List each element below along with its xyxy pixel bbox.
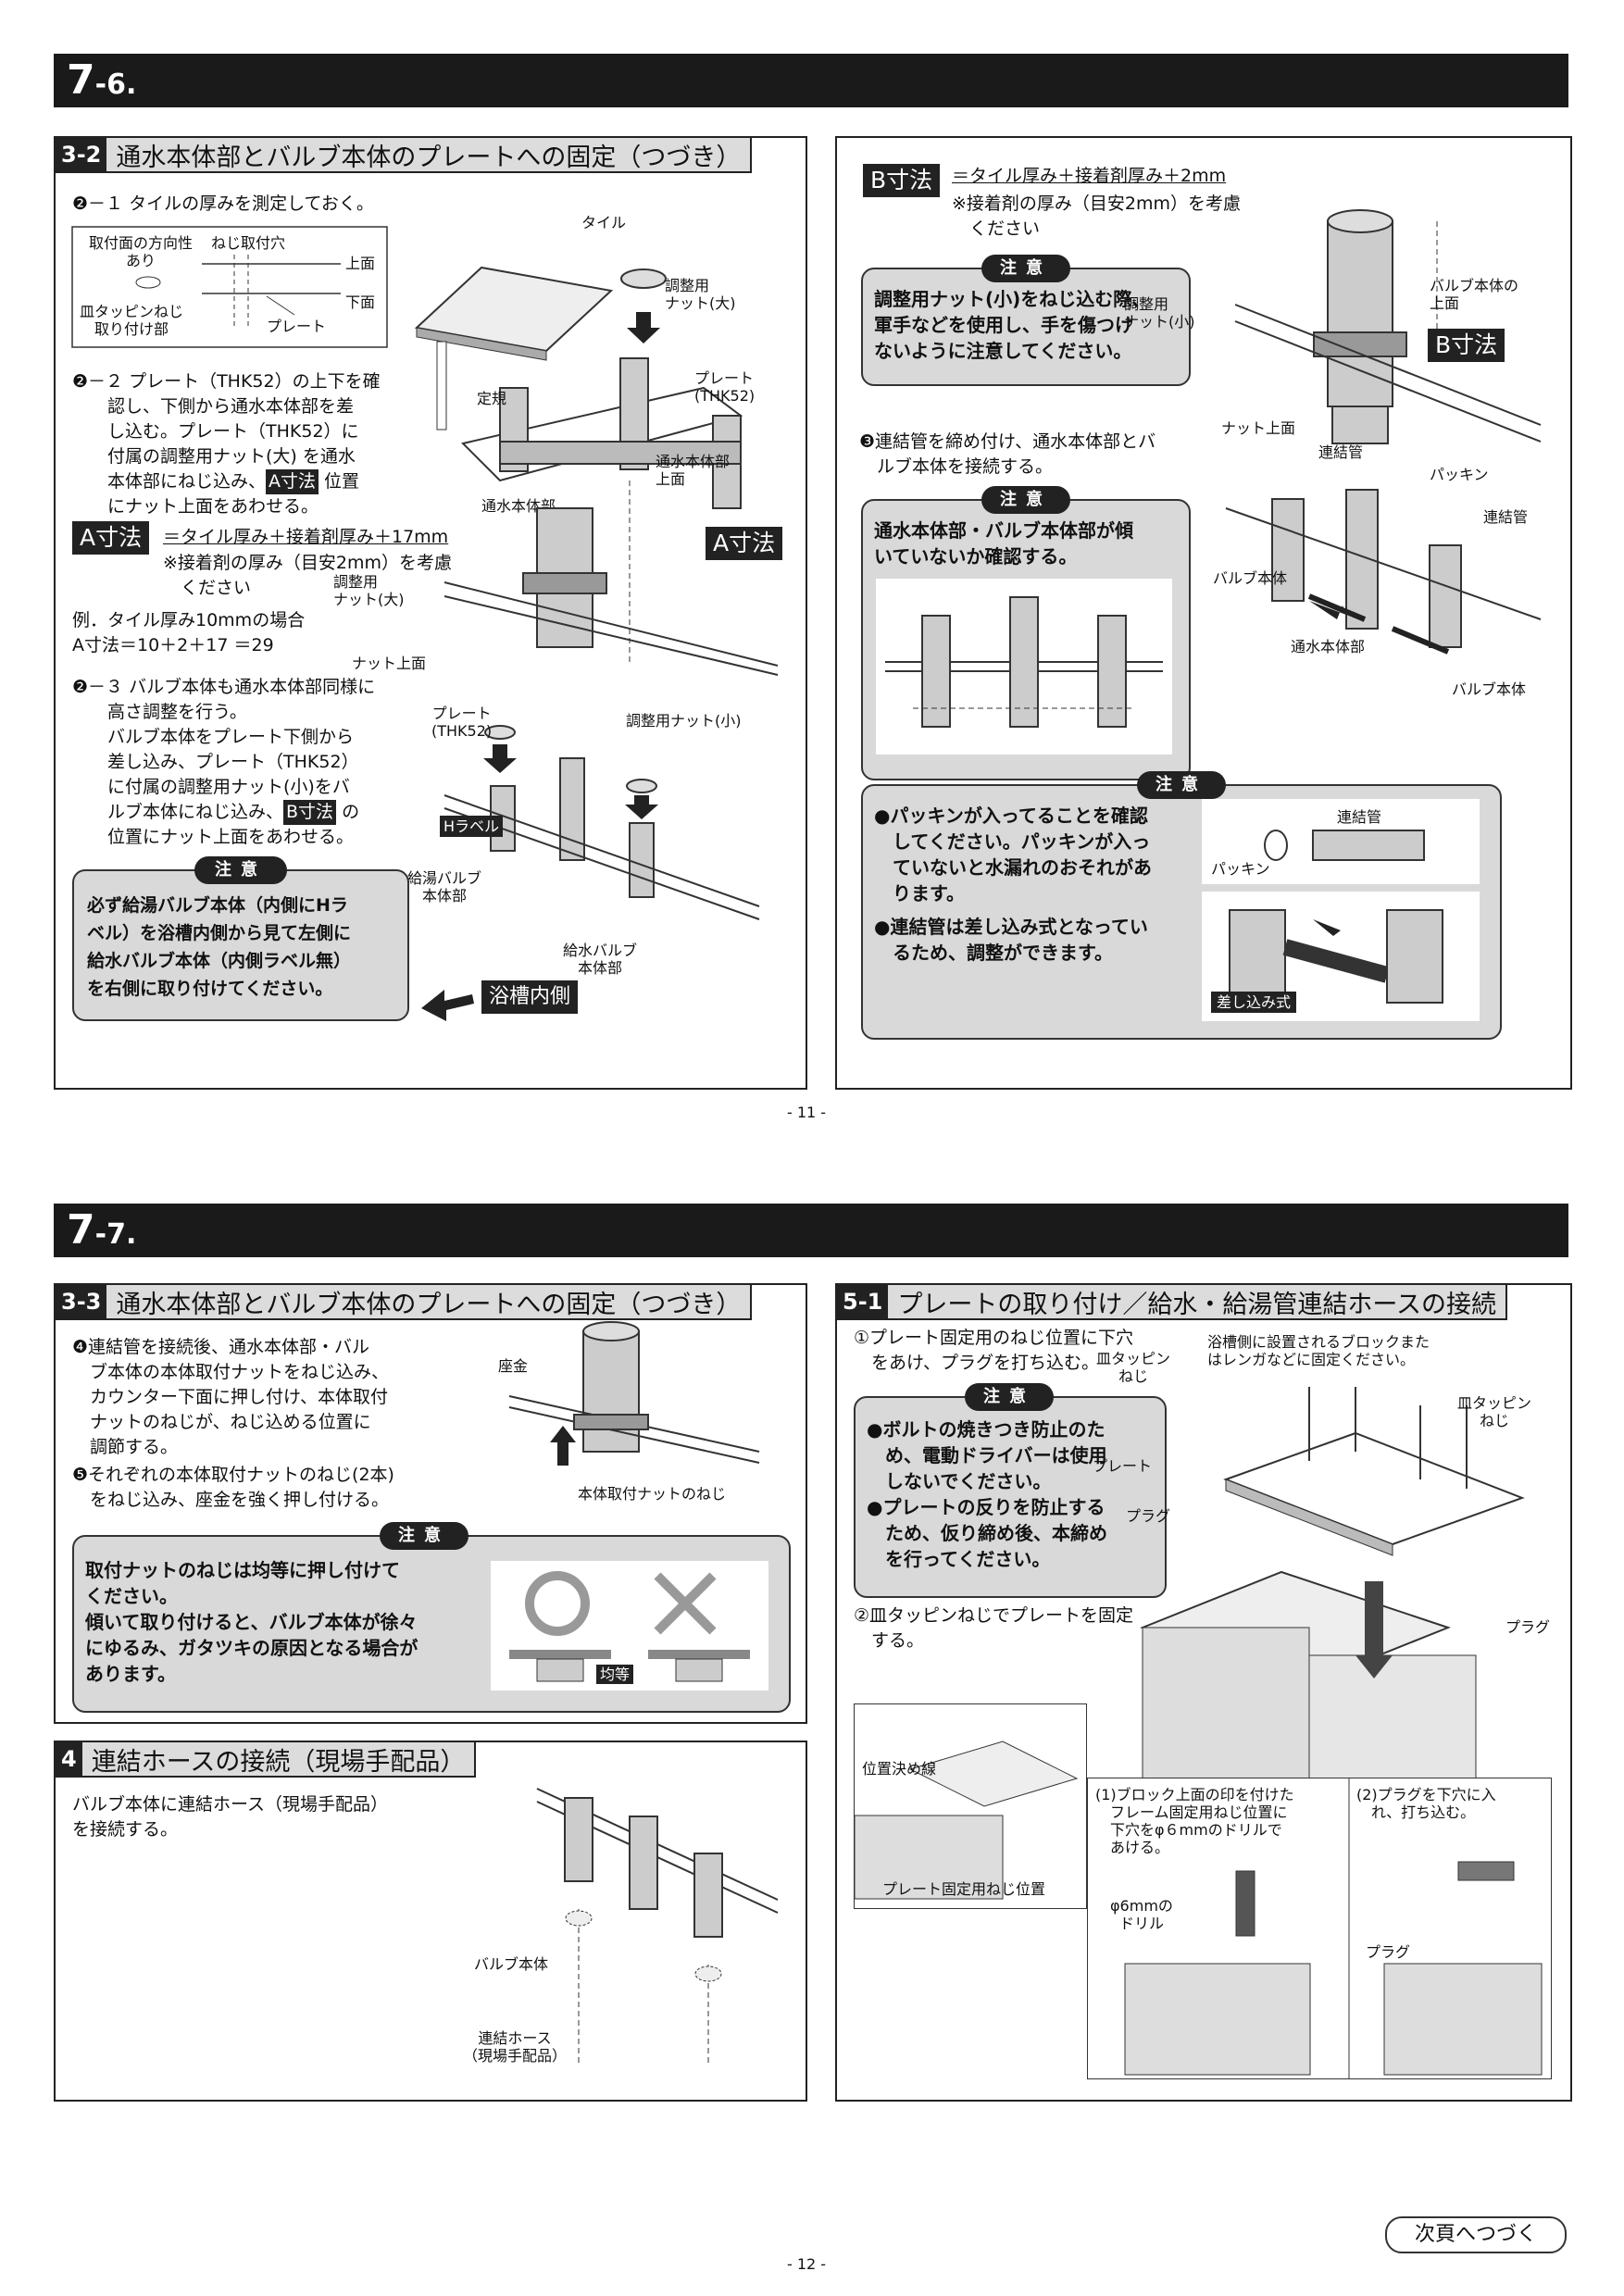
caution-badge: 注意: [194, 856, 287, 884]
caution-badge: 注意: [981, 255, 1070, 282]
page-number-12: - 12 -: [787, 2255, 827, 2273]
caution-badge: 注意: [981, 486, 1070, 514]
a-dimension-example: 例．タイル厚み10mmの場合 A寸法＝10＋2＋17 ＝29: [72, 610, 306, 655]
caution-badge: 注意: [965, 1383, 1054, 1411]
hose-illustration: バルブ本体 連結ホース （現場手配品）: [407, 1788, 796, 2085]
panel-3-2: 3-2 通水本体部とバルブ本体のプレートへの固定（つづき） ❷－１ タイルの厚み…: [54, 136, 807, 1090]
section-header-3-3: 3-3 通水本体部とバルブ本体のプレートへの固定（つづき）: [56, 1285, 753, 1320]
packing-illustration: 連結管 パッキン: [1202, 799, 1480, 884]
a-dimension-formula: ＝タイル厚み＋接着剤厚み＋17mm: [163, 527, 449, 547]
step-2-3: ❷－３ バルブ本体も通水本体部同様に 高さ調整を行う。 バルブ本体をプレート下側…: [72, 677, 376, 847]
page-number-11: - 11 -: [787, 1104, 827, 1121]
section-header-5-1: 5-1 プレートの取り付け／給水・給湯管連結ホースの接続: [837, 1285, 1508, 1320]
section-bar-7-6: 7-6.: [54, 54, 1568, 107]
tile-measure-illustration: タイル 調整用 ナット(大) 定規 プレート (THK52) 通水本体部: [407, 203, 796, 592]
caution-box-gloves: 注意 調整用ナット(小)をねじ込む際、 軍手などを使用し、手を傷つけ ないように…: [861, 255, 1191, 386]
caution-badge: 注意: [1137, 771, 1226, 799]
section-heading-7-7: 7-7.: [67, 1206, 137, 1254]
plate-orientation-diagram: 取付面の方向性 あり ねじ取付穴 上面 下面 プレート 皿タッピンねじ 取り付け…: [71, 226, 388, 348]
b-dimension-label: B寸法: [863, 164, 941, 197]
caution-box-hot-cold: 注意 必ず給湯バルブ本体（内側にHラ ベル）を浴槽内側から見て左側に 給水バルブ…: [72, 856, 409, 1021]
even-tighten-illustration: 均等: [491, 1561, 768, 1691]
panel-3-3: 3-3 通水本体部とバルブ本体のプレートへの固定（つづき） ❹連結管を接続後、通…: [54, 1283, 807, 1724]
section-title: 通水本体部とバルブ本体のプレートへの固定（つづき）: [116, 1290, 742, 1319]
drill-plug-illustration: (1)ブロック上面の印を付けた フレーム固定用ねじ位置に 下穴をφ６mmのドリル…: [1087, 1778, 1552, 2079]
panel-5-1: 5-1 プレートの取り付け／給水・給湯管連結ホースの接続 ①プレート固定用のねじ…: [835, 1283, 1572, 2102]
b-dimension-illustration: 調整用 ナット(小) バルブ本体の 上面 B寸法 ナット上面: [1124, 193, 1559, 499]
step-2-1: ❷－１ タイルの厚みを測定しておく。: [72, 193, 374, 214]
hose-step: バルブ本体に連結ホース（現場手配品） を接続する。: [72, 1794, 389, 1840]
panel-b-dimension: B寸法 ＝タイル厚み＋接着剤厚み＋2mm ※接着剤の厚み（目安2mm）を考慮 く…: [835, 136, 1572, 1090]
caution-box-packing: 注意 ●パッキンが入ってることを確認 してください。パッキンが入っ ていないと水…: [861, 771, 1502, 1040]
caution-box-even: 注意 取付ナットのねじは均等に押し付けて ください。 傾いて取り付けると、バルブ…: [72, 1522, 791, 1713]
mount-nut-illustration: 座金 本体取付ナットのねじ: [491, 1321, 768, 1516]
caution-box-tilt: 注意 通水本体部・バルブ本体部が傾 いていないか確認する。: [861, 486, 1191, 780]
step-2-fix-plate: ②皿タッピンねじでプレートを固定 する。: [854, 1605, 1134, 1651]
pipe-connection-illustration: 連結管 パッキン 連結管 バルブ本体 通水本体部 バルブ本体: [1207, 443, 1559, 721]
step-2-2: ❷－２ プレート（THK52）の上下を確 認し、下側から通水本体部を差 し込む。…: [72, 371, 381, 517]
section-heading-7-6: 7-6.: [67, 56, 137, 104]
section-title: 連結ホースの接続（現場手配品）: [91, 1747, 466, 1777]
insert-type-illustration: 差し込み式: [1202, 892, 1480, 1021]
caution-box-bolt: 注意 ●ボルトの焼きつき防止のた め、電動ドライバーは使用 しないでください。 …: [854, 1383, 1167, 1598]
plate-mounting-illustration: 皿タッピン ねじ 浴槽側に設置されるブロックまた はレンガなどに固定ください。 …: [1093, 1333, 1559, 1832]
caution-badge: 注意: [380, 1522, 468, 1550]
panel-4-hose: 4 連結ホースの接続（現場手配品） バルブ本体に連結ホース（現場手配品） を接続…: [54, 1741, 807, 2102]
section-header-3-2: 3-2 通水本体部とバルブ本体のプレートへの固定（つづき）: [56, 138, 753, 173]
a-dimension-illustration: 通水本体部 上面 調整用 ナット(大) ナット上面 A寸法: [333, 453, 796, 676]
step-5: ❺それぞれの本体取付ナットのねじ(2本) をねじ込み、座金を強く押し付ける。: [72, 1465, 394, 1510]
continue-next-page-badge: 次頁へつづく: [1385, 2216, 1567, 2253]
section-title: プレートの取り付け／給水・給湯管連結ホースの接続: [897, 1290, 1497, 1319]
tilt-check-illustration: [876, 579, 1172, 755]
b-dimension-formula: ＝タイル厚み＋接着剤厚み＋2mm: [952, 166, 1227, 186]
section-header-4: 4 連結ホースの接続（現場手配品）: [56, 1742, 477, 1778]
position-line-illustration: 位置決め線 プレート固定用ねじ位置: [854, 1703, 1087, 1909]
a-dimension-label: A寸法: [72, 521, 150, 555]
section-title: 通水本体部とバルブ本体のプレートへの固定（つづき）: [116, 143, 742, 172]
b-dimension-note: ※接着剤の厚み（目安2mm）を考慮 ください: [952, 193, 1242, 239]
section-bar-7-7: 7-7.: [54, 1204, 1568, 1257]
a-dimension-note: ※接着剤の厚み（目安2mm）を考慮 ください: [163, 553, 453, 598]
step-1-pilot-hole: ①プレート固定用のねじ位置に下穴 をあけ、プラグを打ち込む。: [854, 1328, 1134, 1373]
step-4: ❹連結管を接続後、通水本体部・バル ブ本体の本体取付ナットをねじ込み、 カウンタ…: [72, 1337, 390, 1457]
step-3: ❸連結管を締め付け、通水本体部とバ ルブ本体を接続する。: [859, 431, 1156, 477]
valve-install-illustration: プレート (THK52) 調整用ナット(小) Hラベル 給湯バルブ 本体部 給水…: [407, 705, 796, 1021]
